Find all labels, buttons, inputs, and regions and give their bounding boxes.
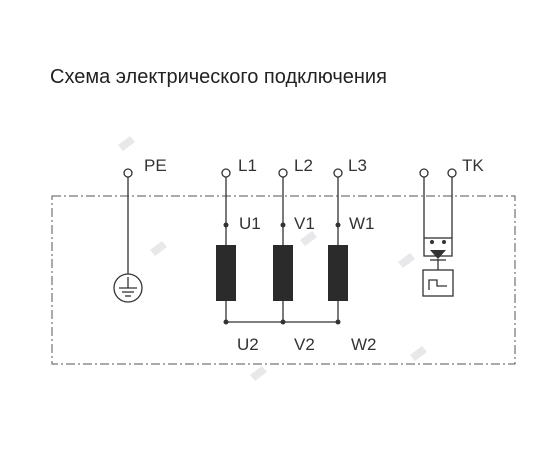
thermal-contact-group: TK — [419, 156, 484, 297]
terminal-l3 — [333, 168, 343, 178]
winding-w-coil — [328, 245, 348, 301]
terminal-l1-label: L1 — [238, 156, 257, 175]
winding-w1-label: W1 — [349, 214, 375, 233]
terminal-tk-a — [419, 168, 429, 178]
terminal-pe-label: PE — [144, 156, 167, 175]
ground-symbol-icon — [113, 273, 143, 303]
terminal-pe — [123, 168, 133, 178]
terminal-l2 — [278, 168, 288, 178]
watermark — [118, 136, 427, 381]
terminal-l3-label: L3 — [348, 156, 367, 175]
phase-windings: L1 U1 L2 V1 L3 W1 U2 V2 W2 — [216, 156, 377, 354]
winding-u2-label: U2 — [237, 335, 259, 354]
winding-v1-label: V1 — [294, 214, 315, 233]
winding-v-coil — [273, 245, 293, 301]
winding-v2-label: V2 — [294, 335, 315, 354]
pe-group: PE — [113, 156, 167, 303]
winding-u1-label: U1 — [239, 214, 261, 233]
terminal-l2-label: L2 — [294, 156, 313, 175]
terminal-tk-b — [447, 168, 457, 178]
diagram-title: Схема электрического подключения — [50, 66, 387, 88]
winding-w2-label: W2 — [351, 335, 377, 354]
terminal-tk-label: TK — [462, 156, 484, 175]
housing-frame — [51, 195, 516, 365]
thermal-contact-icon — [422, 237, 454, 297]
terminal-l1 — [221, 168, 231, 178]
winding-u-coil — [216, 245, 236, 301]
